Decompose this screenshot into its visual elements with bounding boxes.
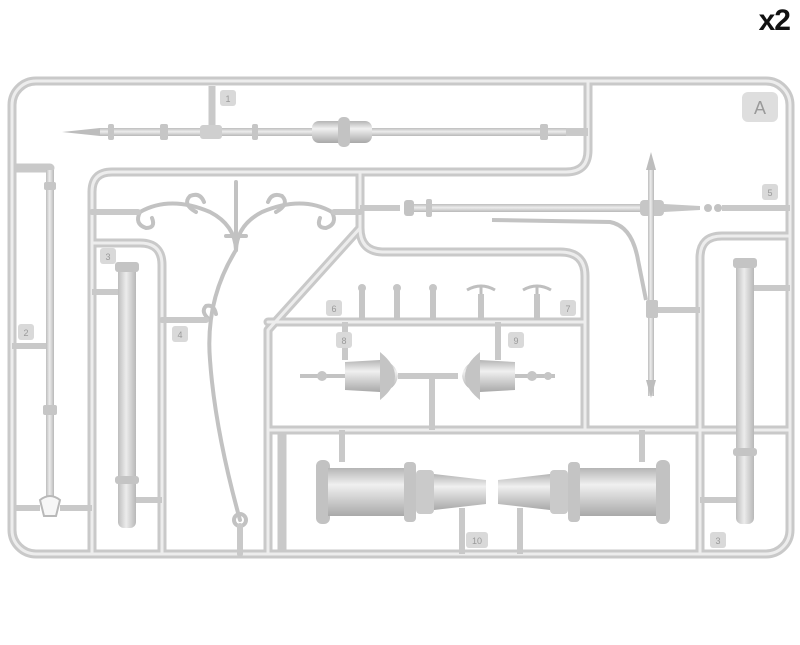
part-tag-5: 5 [762, 184, 778, 200]
part-tag-7: 7 [560, 300, 576, 316]
part-10-lamp-bodies [316, 430, 670, 554]
part-1-lance [62, 86, 588, 147]
part-tag-1: 1 [220, 90, 236, 106]
part-6-7-hooks [358, 284, 552, 320]
part-tag-3b-label: 3 [715, 536, 720, 546]
part-5-cross-arm [360, 152, 790, 398]
part-tag-4: 4 [172, 326, 188, 342]
part-tag-10: 10 [466, 532, 488, 548]
part-3-tube-left [92, 262, 162, 528]
part-tag-3a-label: 3 [105, 252, 110, 262]
part-tag-8: 8 [336, 332, 352, 348]
part-tag-5-label: 5 [767, 188, 772, 198]
part-tag-7-label: 7 [565, 304, 570, 314]
part-tag-2-label: 2 [23, 328, 28, 338]
part-tag-3a: 3 [100, 248, 116, 264]
part-8-9-lamp-heads [300, 322, 555, 430]
part-tag-6: 6 [326, 300, 342, 316]
part-tag-9-label: 9 [513, 336, 518, 346]
part-tag-8-label: 8 [341, 336, 346, 346]
quantity-label: x2 [758, 4, 791, 37]
sprue-letter: A [754, 98, 766, 118]
part-tag-4-label: 4 [177, 330, 182, 340]
part-4-scroll-bracket [89, 180, 363, 557]
part-2-rod [12, 170, 92, 517]
part-tag-9: 9 [508, 332, 524, 348]
part-tags: 1 2 3 3 4 5 6 7 8 9 10 [18, 90, 778, 548]
part-tag-10-label: 10 [472, 536, 482, 546]
part-tag-2: 2 [18, 324, 34, 340]
sprue-letter-badge: A [742, 92, 778, 122]
part-3-tube-right [700, 258, 790, 524]
part-tag-1-label: 1 [225, 94, 230, 104]
sprue-frame-highlight [10, 79, 792, 556]
part-tag-6-label: 6 [331, 304, 336, 314]
part-tag-3b: 3 [710, 532, 726, 548]
